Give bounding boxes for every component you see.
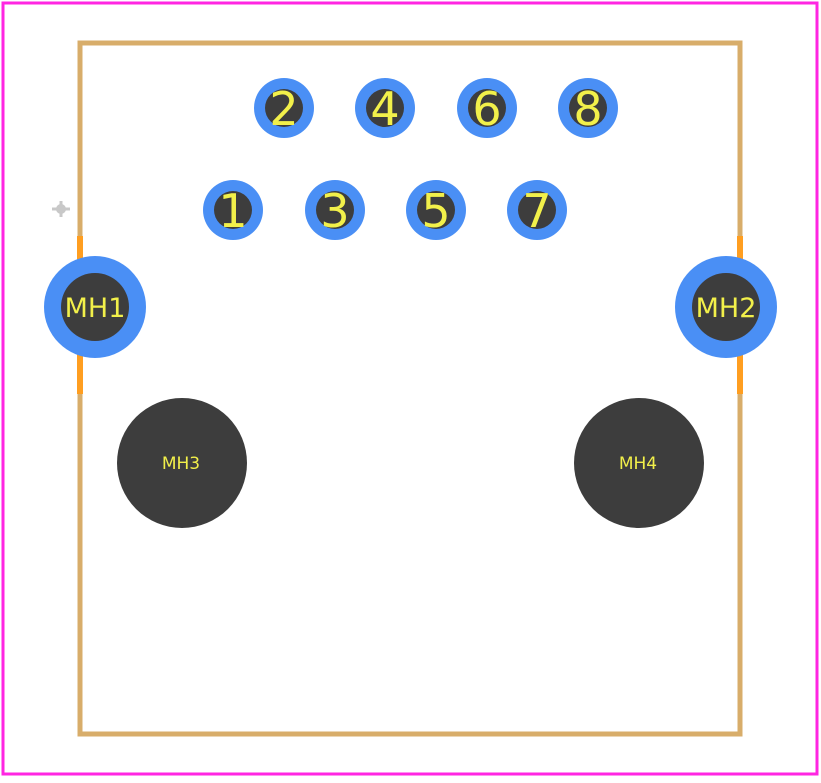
pad-label: 3 xyxy=(320,184,349,238)
pad-4: 4 xyxy=(355,78,415,138)
mounting-pads: MH1 MH2 xyxy=(44,256,777,358)
pad-2: 2 xyxy=(254,78,314,138)
origin-crosshair-icon xyxy=(52,201,70,217)
npth-hole-mh4: MH4 xyxy=(574,398,704,528)
pad-label: 2 xyxy=(269,82,298,136)
pad-label: 7 xyxy=(522,184,551,238)
pad-label: 5 xyxy=(421,184,450,238)
pad-label: 6 xyxy=(472,82,501,136)
npth-hole-mh3: MH3 xyxy=(117,398,247,528)
npth-hole-drill xyxy=(574,398,704,528)
pad-drill xyxy=(518,191,556,229)
pad-drill xyxy=(214,191,252,229)
pad-label: 1 xyxy=(218,184,247,238)
signal-pads: 2 4 6 8 1 3 5 7 xyxy=(203,78,618,240)
pad-label: 4 xyxy=(370,82,399,136)
pad-8: 8 xyxy=(558,78,618,138)
mounting-pad-drill xyxy=(61,273,129,341)
pad-drill xyxy=(366,89,404,127)
npth-hole-label: MH4 xyxy=(619,454,657,474)
mounting-pad-mh2: MH2 xyxy=(675,256,777,358)
mounting-pad-mh1: MH1 xyxy=(44,256,146,358)
pad-7: 7 xyxy=(507,180,567,240)
pad-5: 5 xyxy=(406,180,466,240)
pad-1: 1 xyxy=(203,180,263,240)
pad-drill xyxy=(316,191,354,229)
pad-drill xyxy=(417,191,455,229)
npth-hole-drill xyxy=(117,398,247,528)
silkscreen-body xyxy=(77,40,743,737)
mounting-pad-label: MH1 xyxy=(65,293,126,324)
pad-label: 8 xyxy=(573,82,602,136)
npth-hole-label: MH3 xyxy=(162,454,200,474)
pad-drill xyxy=(468,89,506,127)
pad-drill xyxy=(265,89,303,127)
mounting-pad-drill xyxy=(692,273,760,341)
pad-6: 6 xyxy=(457,78,517,138)
mounting-pad-label: MH2 xyxy=(696,293,757,324)
pad-drill xyxy=(569,89,607,127)
npth-holes: MH3 MH4 xyxy=(117,398,704,528)
pad-3: 3 xyxy=(305,180,365,240)
